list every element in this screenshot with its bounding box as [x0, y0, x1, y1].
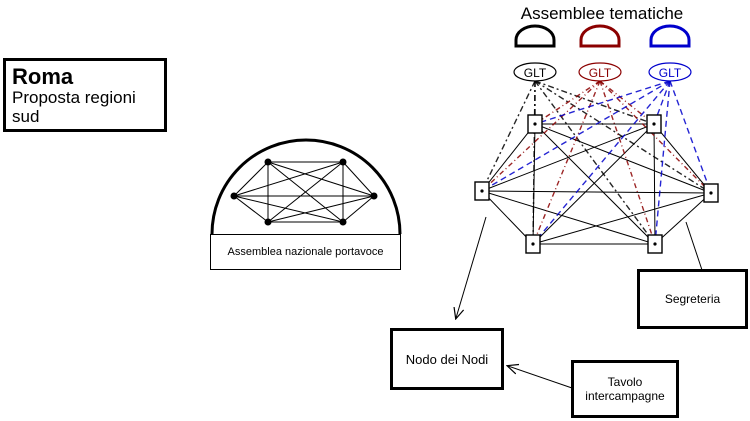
segreteria-label: Segreteria — [664, 292, 721, 306]
assembly-link — [267, 195, 375, 223]
assembly-link — [342, 161, 375, 197]
assembly-link — [233, 161, 344, 197]
network-link — [481, 123, 536, 192]
assembly-link — [342, 195, 375, 223]
tavolo-label: Tavolo intercampagne — [585, 375, 665, 403]
network-link — [481, 190, 534, 245]
tavolo-box: Tavolo intercampagne — [571, 360, 679, 418]
network-node-dot — [480, 189, 484, 193]
network-nodes — [474, 114, 719, 254]
theme-assembly-icon — [579, 24, 621, 48]
network-link — [532, 192, 712, 245]
assembly-link — [267, 161, 344, 223]
glt-link — [669, 80, 712, 194]
network-node-dot — [652, 122, 656, 126]
node-to-nodo-arrow — [456, 216, 487, 318]
title-sub: Proposta regioni sud — [12, 88, 136, 126]
glt-link — [534, 80, 712, 194]
glt-label: GLT — [524, 66, 547, 80]
glt-label: GLT — [659, 66, 682, 80]
glt-link — [481, 80, 536, 192]
glt-links — [481, 80, 712, 245]
assembly-dot — [370, 192, 378, 200]
glt-ellipse — [648, 62, 692, 82]
network-node-dot — [709, 191, 713, 195]
assembly-dot — [264, 218, 272, 226]
assembly-dot — [339, 218, 347, 226]
network-link — [653, 123, 656, 245]
assembly-mesh — [230, 158, 378, 226]
glt-link — [532, 80, 671, 245]
segreteria-box: Segreteria — [637, 269, 748, 329]
theme-assembly-icon — [514, 24, 556, 48]
assembly-dot — [264, 158, 272, 166]
glt-link — [481, 80, 671, 192]
network-link — [534, 123, 712, 194]
network-mesh — [481, 123, 712, 245]
nodo-label: Nodo dei Nodi — [405, 351, 489, 367]
network-link — [534, 123, 656, 245]
assembly-link — [233, 195, 269, 223]
glt-label: GLT — [589, 66, 612, 80]
network-link — [532, 123, 655, 245]
network-link — [481, 123, 655, 192]
assembly-link — [233, 195, 344, 223]
assembly-link — [233, 161, 269, 197]
glt-link — [534, 80, 656, 245]
assembly-label: Assemblea nazionale portavoce — [210, 234, 401, 270]
title-main: Roma — [12, 64, 74, 89]
nodo-box: Nodo dei Nodi — [390, 328, 504, 390]
glt-link — [532, 80, 536, 245]
glt-link — [654, 80, 671, 245]
themes-heading: Assemblee tematiche — [520, 4, 684, 23]
network-link — [654, 192, 712, 245]
glt-link — [653, 80, 671, 125]
network-node-dot — [533, 122, 537, 126]
network-link — [481, 190, 712, 194]
assembly-dome — [210, 138, 402, 235]
theme-assembly-icon — [649, 24, 691, 48]
network-node-dot — [653, 242, 657, 246]
assembly-dot — [230, 192, 238, 200]
glt-link — [481, 80, 601, 192]
network-link — [481, 190, 656, 245]
glt-link — [599, 80, 712, 194]
glt-link — [534, 80, 601, 125]
segreteria-connector — [685, 221, 703, 271]
glt-link — [534, 80, 671, 125]
glt-link — [599, 80, 656, 245]
glt-ellipse — [513, 62, 557, 82]
glt-ellipse — [578, 62, 622, 82]
assembly-dot — [339, 158, 347, 166]
theme-assemblies: GLT GLT GLT — [513, 24, 692, 82]
glt-link — [532, 80, 601, 245]
network-link — [653, 123, 712, 194]
tavolo-to-nodo-arrow — [508, 366, 573, 389]
network-node-dot — [531, 242, 535, 246]
title-box: Roma Proposta regioni sud — [3, 58, 167, 132]
